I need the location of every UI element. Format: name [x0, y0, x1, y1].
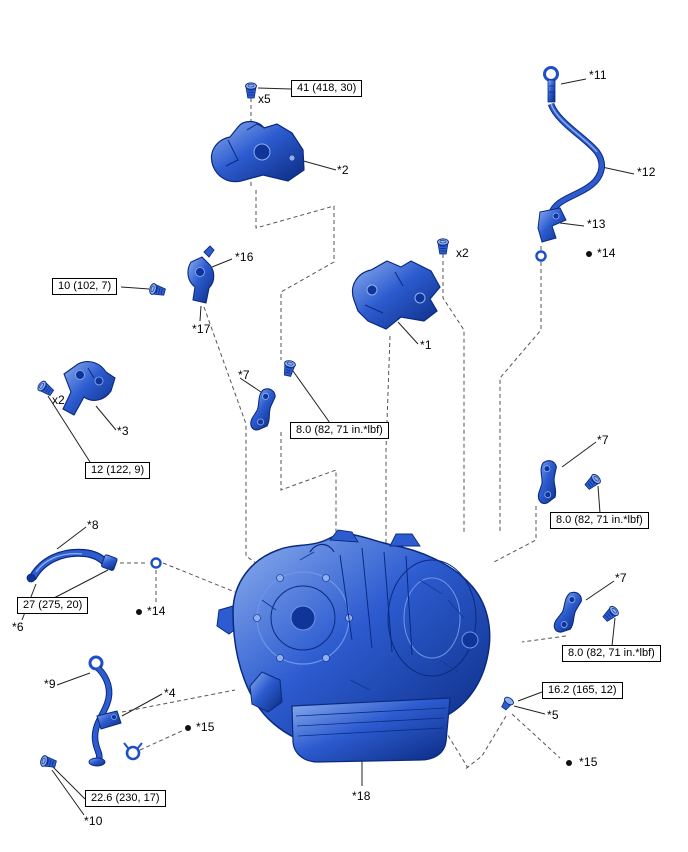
- torque-spec-27: 27 (275, 20): [17, 597, 89, 614]
- callout-14-a: *14: [597, 246, 616, 260]
- callout-7-c: *7: [615, 571, 627, 585]
- part-filler-pipe: [88, 655, 122, 767]
- part-bracket-1: [351, 260, 441, 330]
- torque-spec-10: 10 (102, 7): [52, 278, 118, 295]
- callout-17: *17: [192, 322, 211, 336]
- callout-12: *12: [637, 165, 656, 179]
- callout-10: *10: [84, 814, 103, 828]
- part-engine-mount-bracket: [210, 120, 305, 183]
- part-clip-ring: [150, 557, 162, 569]
- transaxle-assembly: [216, 529, 491, 763]
- part-stay-7a: [249, 386, 277, 433]
- part-hose: [26, 548, 118, 583]
- torque-spec-8-0-a: 8.0 (82, 71 in.*lbf): [290, 422, 389, 439]
- torque-spec-8-0-c: 8.0 (82, 71 in.*lbf): [562, 645, 661, 662]
- part-tube-clamp-bracket: [537, 207, 567, 243]
- callout-6: *6: [12, 620, 24, 634]
- callout-15-a: *15: [196, 720, 215, 734]
- bolt-x5-icon: [245, 82, 257, 99]
- callout-9: *9: [44, 677, 56, 691]
- torque-spec-16-2: 16.2 (165, 12): [542, 682, 623, 699]
- part-oil-dipstick: [543, 66, 559, 103]
- bolt-22-icon: [39, 754, 58, 770]
- callout-15-b: *15: [579, 755, 598, 769]
- callout-16: *16: [235, 250, 254, 264]
- bullet-dots: [136, 251, 592, 766]
- bolt-10-icon: [148, 282, 167, 298]
- part-filler-tube: [547, 102, 605, 216]
- bolt-8a-icon: [281, 359, 297, 378]
- callout-8: *8: [87, 518, 99, 532]
- part-grommet: [535, 250, 547, 262]
- callout-7-a: *7: [238, 368, 250, 382]
- callout-18: *18: [352, 789, 371, 803]
- part-stay-7c: [552, 588, 584, 636]
- part-bracket-3: [62, 361, 116, 416]
- bolt-x2-center-icon: [437, 238, 449, 255]
- callout-3: *3: [117, 424, 129, 438]
- torque-spec-12: 12 (122, 9): [85, 462, 151, 479]
- torque-spec-22-6: 22.6 (230, 17): [85, 790, 166, 807]
- torque-spec-8-0-b: 8.0 (82, 71 in.*lbf): [550, 512, 649, 529]
- callout-14-b: *14: [147, 604, 166, 618]
- fastener-count-x2-left: x2: [52, 393, 65, 407]
- fastener-count-x2-center: x2: [456, 246, 469, 260]
- callout-7-b: *7: [597, 433, 609, 447]
- torque-spec-41: 41 (418, 30): [291, 80, 363, 97]
- part-clamp: [123, 742, 143, 761]
- callout-5: *5: [547, 708, 559, 722]
- callout-11: *11: [589, 68, 607, 82]
- callout-13: *13: [587, 217, 606, 231]
- part-stay-bracket: [187, 245, 215, 304]
- bolt-8b-icon: [582, 472, 603, 492]
- callout-1: *1: [420, 338, 432, 352]
- fastener-count-x5: x5: [258, 92, 271, 106]
- part-stay-7b: [534, 459, 561, 505]
- callout-2: *2: [337, 163, 349, 177]
- part-plug: [501, 696, 514, 711]
- callout-4: *4: [164, 686, 176, 700]
- bolt-8c-icon: [600, 604, 621, 624]
